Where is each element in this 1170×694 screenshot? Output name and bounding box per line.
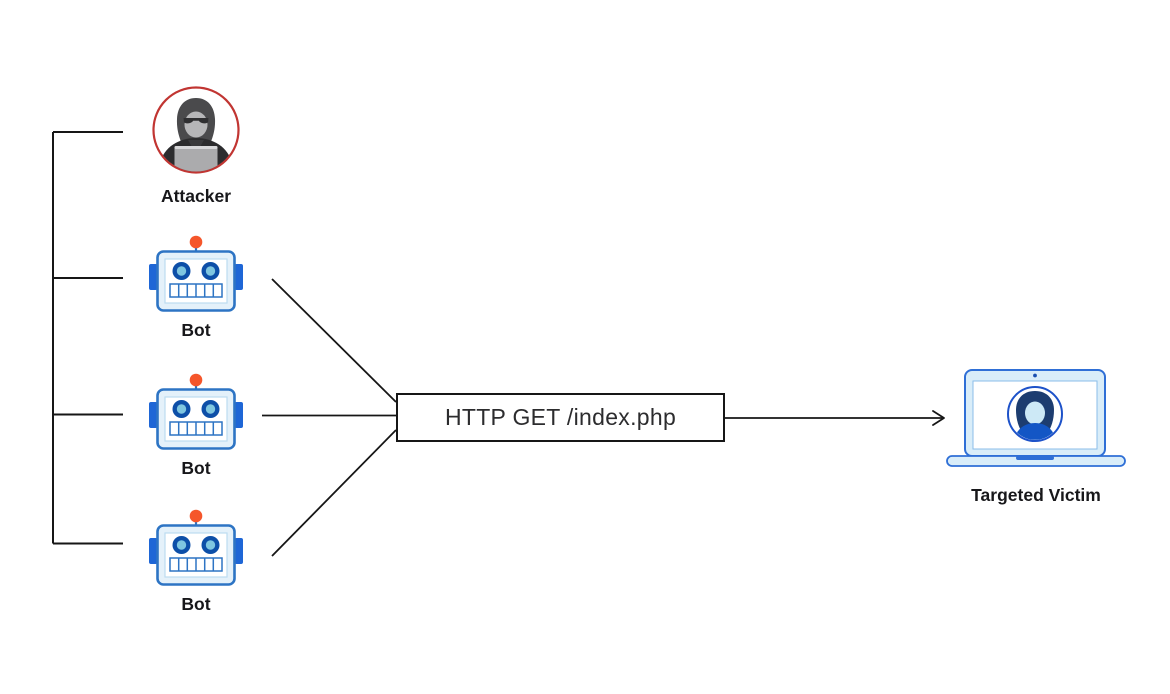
hooded-attacker-icon — [152, 86, 240, 174]
bot-node-2: Bot — [148, 372, 244, 478]
attacker-node: Attacker — [151, 85, 241, 206]
victim-avatar — [1014, 391, 1056, 440]
bot-node-3: Bot — [148, 508, 244, 614]
victim-label: Targeted Victim — [971, 485, 1101, 505]
attacker-label: Attacker — [160, 186, 232, 206]
victim-node: Targeted Victim — [946, 368, 1126, 505]
webcam-dot-icon — [1033, 373, 1037, 378]
robot-icon — [149, 235, 243, 312]
bot-label: Bot — [181, 594, 211, 614]
robot-icon — [149, 509, 243, 586]
bot-label: Bot — [181, 458, 211, 478]
left-bracket — [52, 131, 123, 545]
arrowhead-icon — [932, 410, 945, 426]
request-label: HTTP GET /index.php — [444, 404, 677, 430]
bot-to-request-lines — [262, 278, 397, 557]
request-box: HTTP GET /index.php — [396, 393, 725, 442]
bot-label: Bot — [181, 320, 211, 340]
laptop-user-icon — [946, 369, 1126, 467]
bot-node-1: Bot — [148, 234, 244, 340]
request-to-victim-arrow — [725, 410, 945, 426]
robot-icon — [149, 373, 243, 450]
